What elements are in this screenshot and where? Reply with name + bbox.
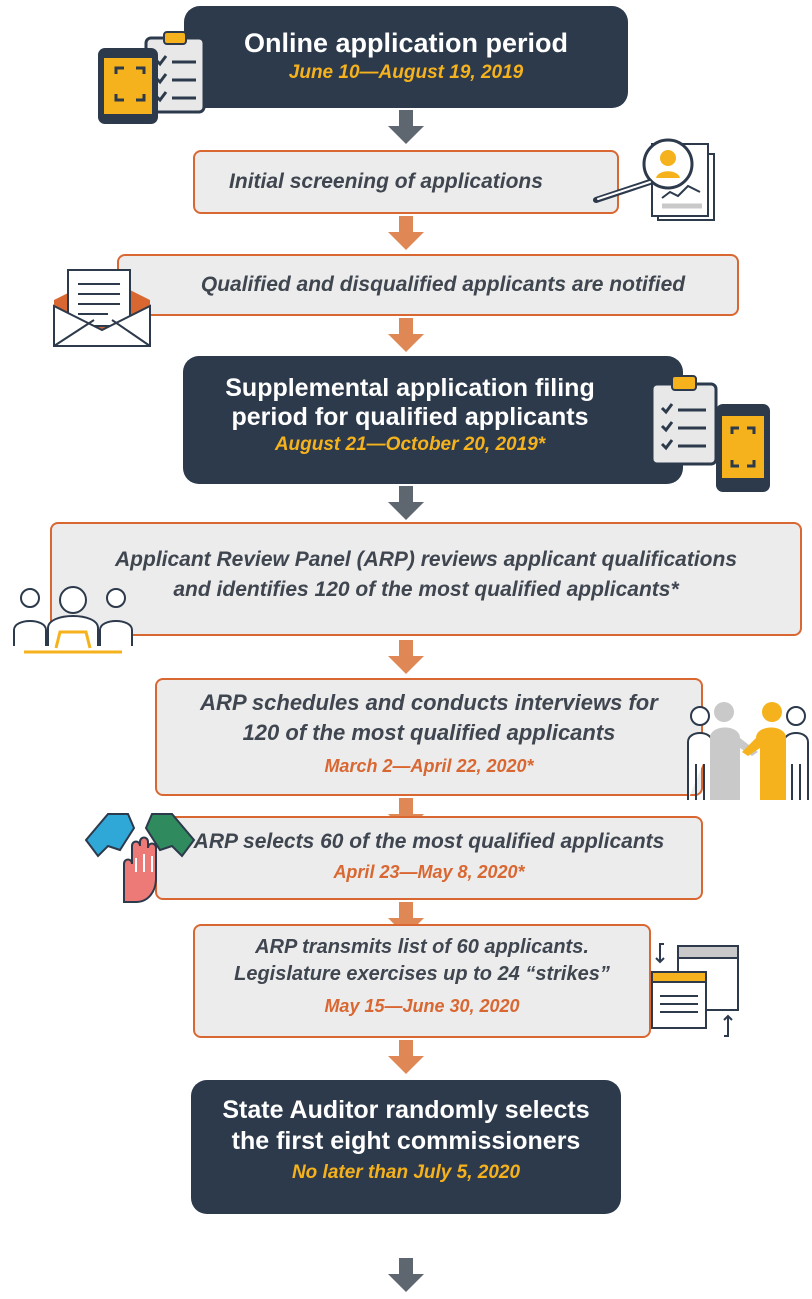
flow-arrow [388,318,424,359]
panel-meeting-icon [10,584,136,661]
step-online-application: Online application period June 10—August… [184,6,628,108]
envelope-letter-icon [50,266,154,353]
step-arp-selects: ARP selects 60 of the most qualified app… [155,816,703,900]
step-supplemental-application: Supplemental application filing period f… [183,356,683,484]
flow-arrow [388,216,424,257]
step-initial-screening: Initial screening of applications [193,150,619,214]
step-title-line: and identifies 120 of the most qualified… [173,578,679,601]
step-title: Online application period [243,28,569,58]
step-date: March 2—April 22, 2020* [324,756,534,776]
flow-arrow [388,1258,424,1299]
step-title: ARP selects 60 of the most qualified app… [193,830,665,853]
clipboard-tablet-icon [644,368,772,501]
step-arp-review: Applicant Review Panel (ARP) reviews app… [50,522,802,636]
flow-arrow [388,486,424,527]
step-title-line: Applicant Review Panel (ARP) reviews app… [115,548,737,571]
step-date: June 10—August 19, 2019 [288,62,524,83]
step-title-line: Supplemental application filing [225,374,595,402]
flow-arrow [388,640,424,681]
step-date: April 23—May 8, 2020* [333,862,525,882]
step-applicants-notified: Qualified and disqualified applicants ar… [117,254,739,316]
windows-exchange-icon [648,940,742,1045]
step-title: Initial screening of applications [229,170,543,193]
handshake-icon [684,702,812,807]
step-title: Qualified and disqualified applicants ar… [200,273,686,296]
step-title-line: State Auditor randomly selects [222,1096,590,1124]
step-title-line: period for qualified applicants [231,403,589,431]
step-date: May 15—June 30, 2020 [324,996,520,1016]
step-date: No later than July 5, 2020 [291,1162,521,1183]
step-title-line: the first eight commissioners [231,1127,581,1155]
step-title-line: ARP schedules and conducts interviews fo… [200,690,658,715]
step-title-line: 120 of the most qualified applicants [242,720,616,745]
hands-together-icon [84,806,196,911]
step-state-auditor-selects: State Auditor randomly selects the first… [191,1080,621,1214]
flow-arrow [388,1040,424,1081]
step-date: August 21—October 20, 2019* [274,434,546,455]
step-arp-transmits: ARP transmits list of 60 applicants. Leg… [193,924,651,1038]
magnifier-document-icon [586,134,726,227]
flow-arrow [388,110,424,151]
step-arp-interviews: ARP schedules and conducts interviews fo… [155,678,703,796]
step-title-line: Legislature exercises up to 24 “strikes” [234,963,610,985]
tablet-clipboard-icon [94,26,216,133]
step-title-line: ARP transmits list of 60 applicants. [255,936,589,958]
